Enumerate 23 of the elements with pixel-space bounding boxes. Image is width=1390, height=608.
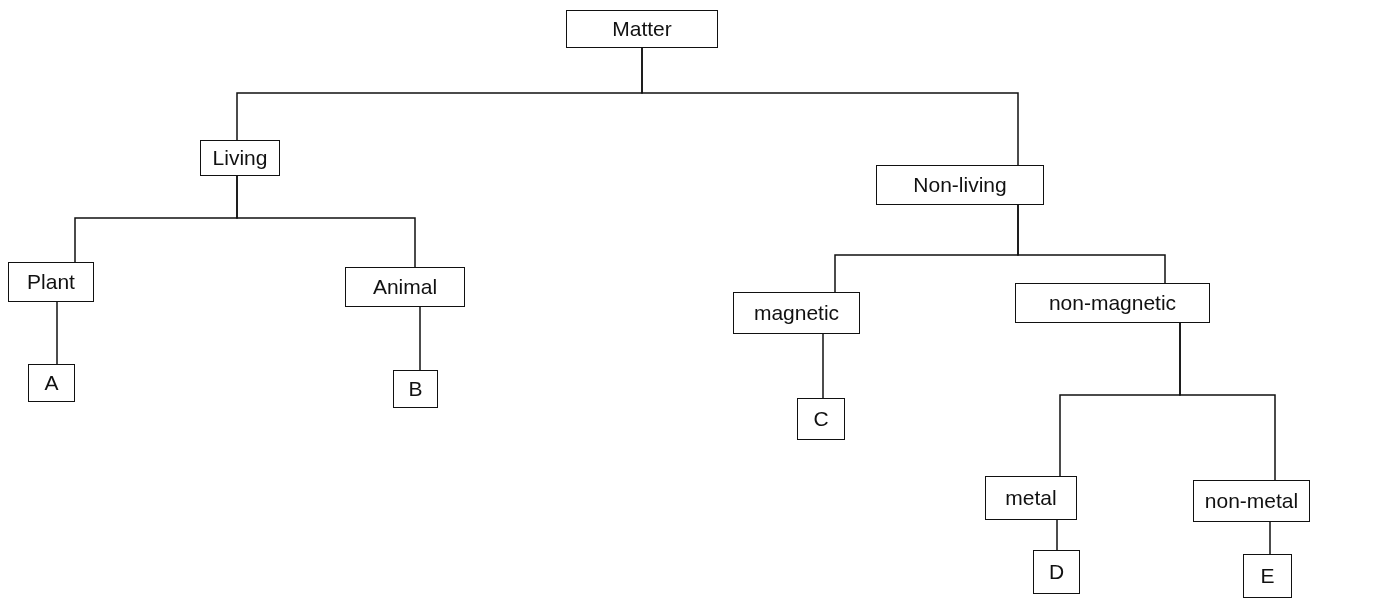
- category-box: non-magnetic: [1015, 283, 1210, 323]
- connector-line: [236, 175, 416, 268]
- category-box: Living: [200, 140, 280, 176]
- category-box: E: [1243, 554, 1292, 598]
- category-box: non-metal: [1193, 480, 1310, 522]
- connector-line: [419, 306, 421, 371]
- connector-line: [1179, 322, 1276, 481]
- connector-line: [822, 333, 824, 399]
- category-box: B: [393, 370, 438, 408]
- category-box: D: [1033, 550, 1080, 594]
- connector-line: [1269, 521, 1271, 555]
- category-box: magnetic: [733, 292, 860, 334]
- category-box: Plant: [8, 262, 94, 302]
- connector-line: [56, 301, 58, 365]
- connector-line: [1056, 519, 1058, 551]
- category-box: Animal: [345, 267, 465, 307]
- category-box: Matter: [566, 10, 718, 48]
- category-box: C: [797, 398, 845, 440]
- category-box: metal: [985, 476, 1077, 520]
- connector-line: [1017, 204, 1166, 284]
- connector-line: [641, 47, 1019, 166]
- category-box: A: [28, 364, 75, 402]
- category-box: Non-living: [876, 165, 1044, 205]
